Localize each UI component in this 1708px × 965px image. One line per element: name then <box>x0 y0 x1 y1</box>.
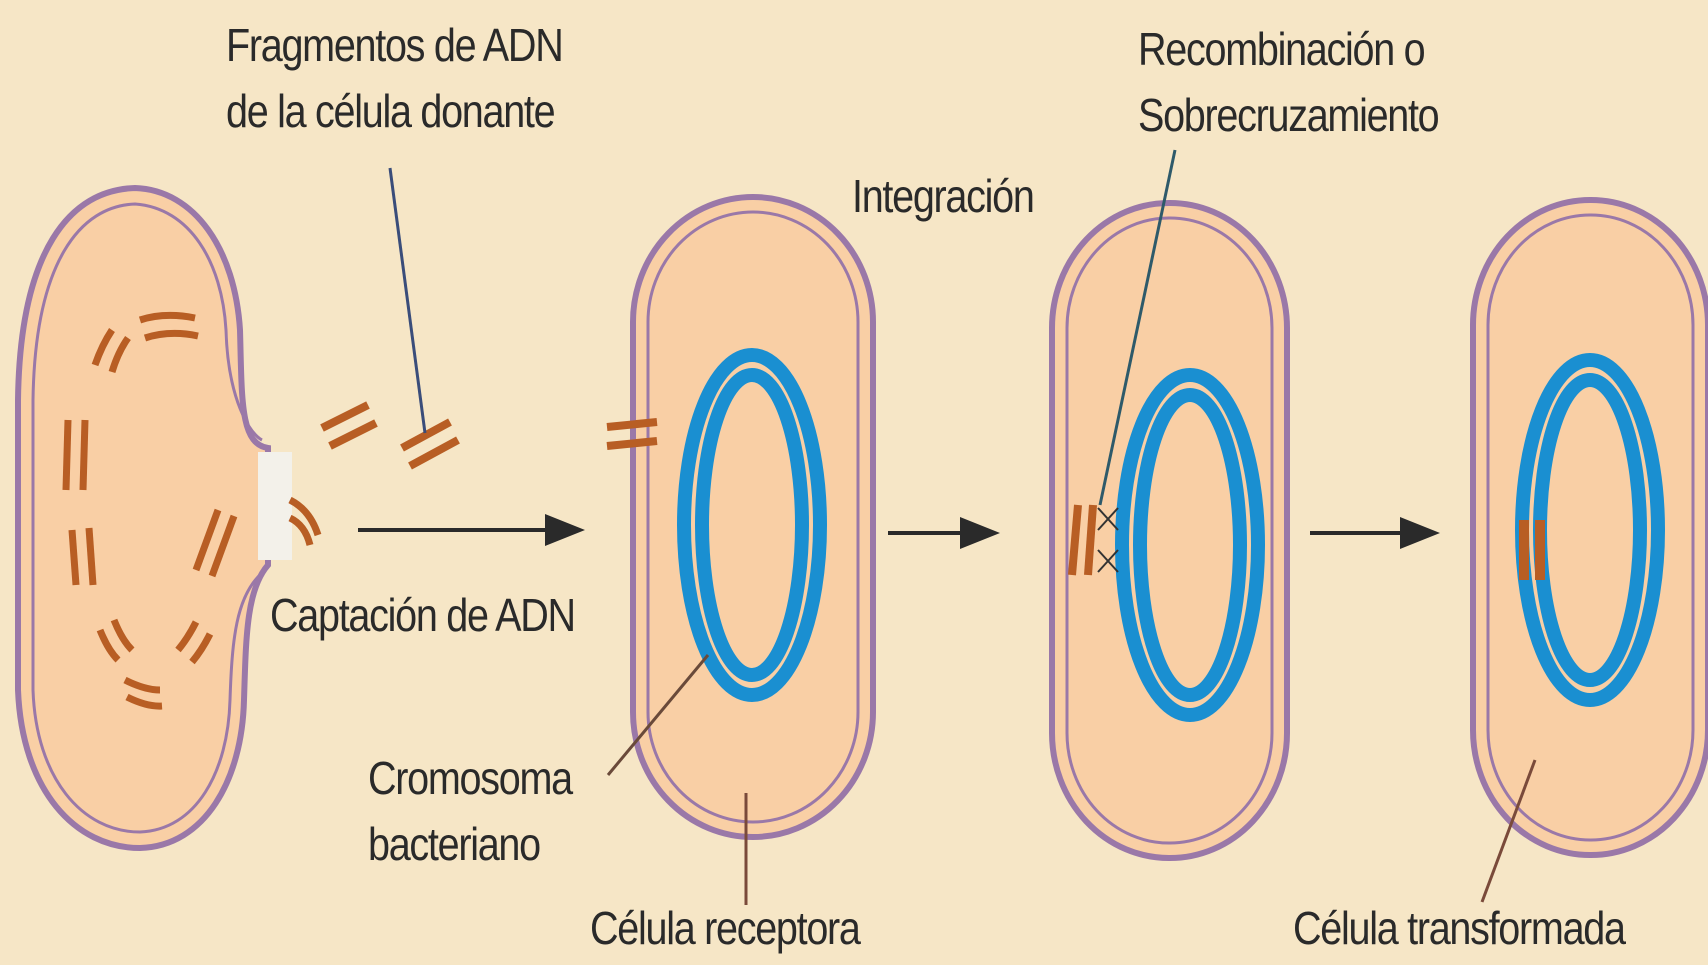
leader-lines <box>388 149 1537 905</box>
transformed-cell-outer-membrane <box>1470 197 1708 858</box>
donor-cell-outer-membrane <box>15 184 271 852</box>
recipient-cell-inner-membrane <box>646 210 860 824</box>
donor-cell <box>15 184 322 852</box>
chromosome-label: Cromosoma bacteriano <box>368 745 573 877</box>
arrow-integration <box>888 517 1000 549</box>
transformed-cell-label: Célula transformada <box>1293 902 1626 954</box>
cell-wall-gap <box>258 452 292 560</box>
fragments-label-line-2: de la célula donante <box>226 85 556 137</box>
recipient-chromosome <box>677 348 827 702</box>
aligned-donor-fragment <box>1068 504 1097 576</box>
chromosome-label-line-1: Cromosoma <box>368 752 573 804</box>
transformed-leader-line <box>1480 759 1537 903</box>
fragments-leader-line <box>388 167 427 434</box>
donor-chromosome-fragments <box>62 311 322 710</box>
integration-label: Integración <box>852 170 1035 222</box>
chromosome-leader-line <box>606 654 710 776</box>
recipient-cell-label: Célula receptora <box>590 902 861 954</box>
transformed-cell-inner-membrane <box>1486 213 1695 842</box>
fragments-label: Fragmentos de ADN de la célula donante <box>226 12 564 144</box>
integration-chromosome <box>1115 368 1265 722</box>
recipient-cell <box>606 194 876 840</box>
released-dna-fragments <box>320 401 460 470</box>
arrow-transformation <box>1310 517 1440 549</box>
integrated-donor-segment <box>1519 520 1545 580</box>
recombination-leader-line <box>1098 149 1177 506</box>
uptake-label: Captación de ADN <box>270 589 576 641</box>
entering-dna-fragment <box>606 418 658 450</box>
integration-cell <box>1049 200 1290 861</box>
process-arrows <box>358 514 1440 549</box>
recombination-label-line-2: Sobrecruzamiento <box>1138 89 1440 141</box>
arrow-uptake <box>358 514 585 546</box>
recombination-label: Recombinación o Sobrecruzamiento <box>1138 16 1440 148</box>
integration-cell-inner-membrane <box>1065 216 1274 845</box>
donor-cell-inner-membrane <box>31 202 263 834</box>
chromosome-label-line-2: bacteriano <box>368 818 541 870</box>
crossover-marks <box>1097 507 1119 573</box>
recombination-label-line-1: Recombinación o <box>1138 23 1426 75</box>
recipient-cell-outer-membrane <box>630 194 876 840</box>
fragments-label-line-1: Fragmentos de ADN <box>226 19 564 71</box>
transformed-cell <box>1470 197 1708 858</box>
